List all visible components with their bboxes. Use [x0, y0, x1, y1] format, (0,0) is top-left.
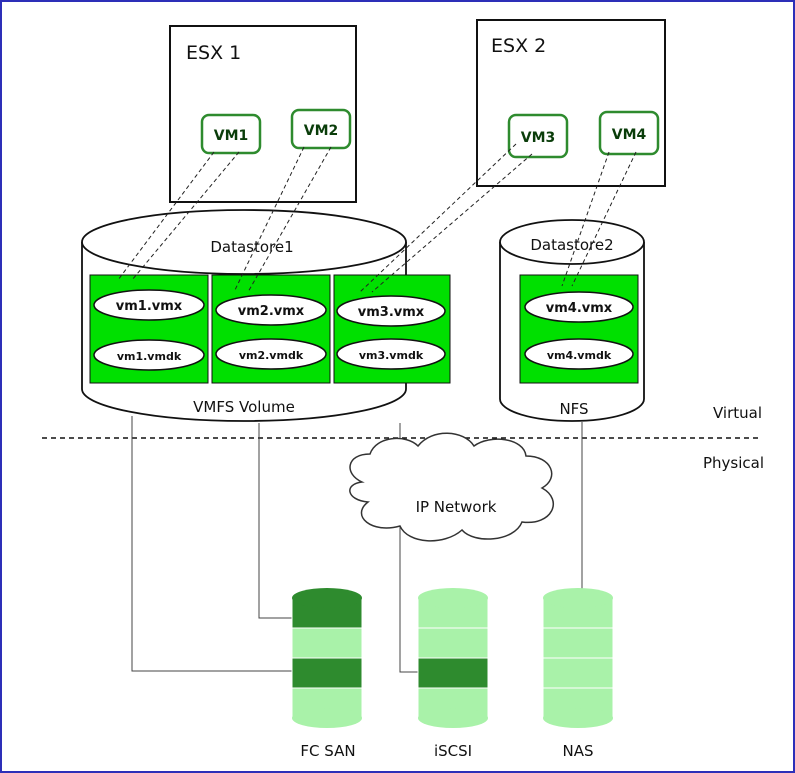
vm1-box[interactable] — [200, 113, 262, 155]
vm2-vmx-file — [215, 294, 327, 326]
esx1-label: ESX 1 — [186, 42, 241, 64]
iscsi-cylinder — [417, 588, 489, 728]
vm2-label: VM2 — [304, 123, 339, 139]
ip-network-label: IP Network — [416, 498, 497, 516]
vm1-vmx-label: vm1.vmx — [116, 299, 183, 314]
vm2-vmx-label: vm2.vmx — [238, 304, 305, 319]
vm2-vmdk-file — [215, 338, 327, 370]
vm3-vmdk-file — [336, 338, 446, 370]
ip-network-cloud — [349, 432, 554, 542]
datastore1-label: Datastore1 — [210, 238, 293, 256]
vm3-vmx-file — [336, 295, 446, 327]
fc-san-label: FC SAN — [300, 742, 355, 760]
vm4-vmdk-label: vm4.vmdk — [547, 349, 612, 362]
vm3-vmdk-label: vm3.vmdk — [359, 349, 424, 362]
vm3-vmx-label: vm3.vmx — [358, 305, 425, 320]
vm1-vmdk-label: vm1.vmdk — [117, 350, 182, 363]
vm4-box[interactable] — [598, 110, 660, 156]
vm-file-links — [117, 143, 637, 293]
vm1-vmdk-file — [93, 339, 205, 371]
fc-san-cylinder — [291, 588, 363, 728]
storage-diagram: ESX 1 ESX 2 VM1 VM2 VM3 VM4 Datastore1 v… — [42, 19, 764, 760]
vm4-vmx-label: vm4.vmx — [546, 301, 613, 316]
vm4-vmx-file — [524, 291, 634, 323]
iscsi-label: iSCSI — [434, 742, 472, 760]
physical-links — [131, 416, 583, 673]
vmfs-volume-label: VMFS Volume — [193, 398, 295, 416]
vm4-vmdk-file — [524, 338, 634, 370]
esx2-box — [476, 19, 666, 187]
nas-cylinder — [542, 588, 614, 728]
vm2-vmdk-label: vm2.vmdk — [239, 349, 304, 362]
datastore2-label: Datastore2 — [530, 236, 613, 254]
vm1-label: VM1 — [214, 128, 249, 144]
esx2-label: ESX 2 — [491, 35, 546, 57]
nfs-label: NFS — [559, 400, 588, 418]
vm3-label: VM3 — [521, 130, 556, 146]
vm4-label: VM4 — [612, 127, 647, 143]
physical-layer-label: Physical — [703, 454, 764, 472]
virtual-layer-label: Virtual — [713, 404, 762, 422]
vm2-box[interactable] — [290, 108, 352, 150]
vm3-box[interactable] — [507, 113, 569, 159]
nas-label: NAS — [562, 742, 593, 760]
vm1-vmx-file — [93, 289, 205, 321]
